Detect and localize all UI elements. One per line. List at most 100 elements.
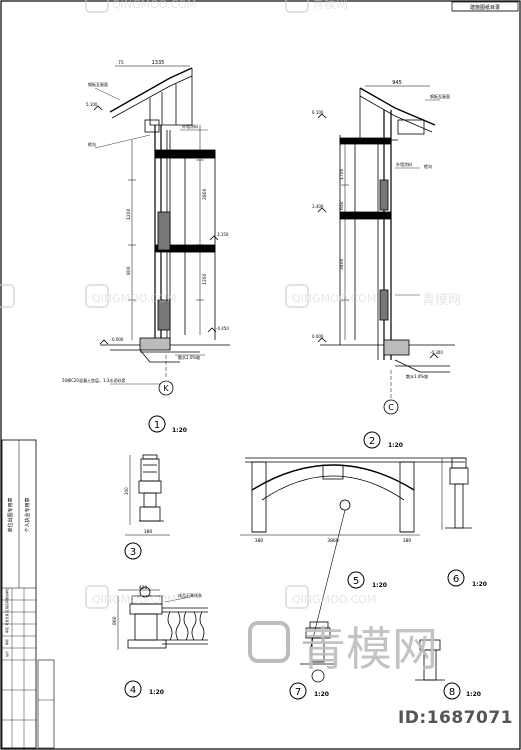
detail-8-scale: 1:20: [466, 691, 481, 698]
svg-text:1: 1: [154, 420, 160, 431]
side-stamp-label-1: 单位出图专用章: [7, 497, 14, 532]
side-stamp-label-2: 个人执业专用章: [24, 497, 31, 532]
side-title-block: [1, 439, 55, 749]
watermark-id: ID:1687071: [397, 708, 513, 728]
detail-5-scale: 1:20: [372, 582, 387, 589]
side-label-2: 工程名称: [4, 600, 9, 612]
d3-dim-100: 100: [124, 487, 129, 495]
svg-text:QINGMOO.COM: QINGMOO.COM: [292, 593, 376, 606]
watermark-logo-top-left: QINGMOO.COM: [85, 0, 196, 13]
d4-dim-860: 860: [112, 616, 118, 625]
title-block-top-text: 建施图纸目录: [470, 4, 500, 11]
d1-dim-1200: 1200: [126, 208, 132, 220]
detail-2-scale: 1:20: [388, 442, 403, 449]
detail-callout-7: 7 1:20: [289, 682, 329, 700]
watermark-logo-lower-center: QINGMOO.COM: [285, 585, 376, 609]
detail-3-column-profile: [125, 454, 170, 536]
detail-4-scale: 1:20: [149, 689, 164, 696]
d5-dim-3860: 3860: [327, 538, 339, 544]
svg-text:青模网: 青模网: [312, 0, 348, 11]
d5-dim-380a: 380: [255, 538, 264, 544]
detail-8-profile: [415, 639, 445, 681]
detail-callout-6: 6 1:20: [447, 569, 487, 588]
d1-dim-top: 1335: [152, 60, 165, 66]
detail-2-wall-section: [317, 85, 455, 415]
detail-7-profile: [300, 621, 336, 683]
d2-dim-3400: 3400: [339, 258, 345, 270]
watermark-logo-lower-left: QINGMOO.COM: [85, 585, 176, 609]
d2-dim-650: 650: [339, 201, 345, 210]
watermark-logo-mid-right: 青模网: [422, 293, 461, 308]
d2-elev-1: 6.100: [312, 110, 324, 115]
d2-dim-1700: 1700: [339, 168, 345, 180]
d1-note-gutter: 檐沟: [88, 141, 96, 147]
detail-1-scale: 1:20: [172, 427, 187, 434]
watermark-logo-mid-left: QINGMOO.COM: [85, 284, 176, 308]
d2-note-apron: 散水1.0%坡: [406, 373, 428, 379]
axis-k-label: K: [163, 384, 169, 393]
d1-elev-1: 5.100: [86, 102, 98, 107]
d1-elev-2: 3.150: [217, 232, 229, 237]
d2-elev-2: 3.400: [312, 204, 324, 209]
svg-text:4: 4: [130, 685, 136, 696]
watermark-logo-left-edge: [0, 284, 15, 308]
d1-dim-2800: 2800: [202, 188, 208, 200]
d2-note-wall: 外墙涂料: [396, 161, 412, 167]
d2-dim-top: 945: [392, 80, 402, 86]
d2-note-roof: 钢板瓦屋面: [430, 93, 450, 99]
d1-note-apron: 散水1.0%坡: [178, 354, 200, 360]
watermark-layer: QINGMOO.COM 青模网 QINGMOO.COM QINGMOO.COM …: [0, 0, 461, 609]
svg-text:青模网: 青模网: [300, 622, 438, 676]
detail-callout-5: 5 1:20: [347, 571, 387, 589]
svg-text:5: 5: [353, 576, 359, 587]
side-label-1: 建设单位: [4, 588, 9, 600]
side-label-3: 项目负责人: [4, 610, 9, 625]
svg-text:QINGMOO.COM: QINGMOO.COM: [292, 292, 376, 305]
d1-dim-1350: 1350: [202, 273, 208, 285]
detail-5-arch: [240, 457, 465, 651]
d1-note-roof: 钢板瓦屋面: [88, 81, 108, 87]
d1-elev-4: -0.450: [216, 326, 229, 331]
d4-note: 成品石膏线条: [178, 592, 202, 598]
svg-text:3: 3: [130, 547, 136, 558]
d1-elev-3: 0.000: [112, 337, 124, 342]
detail-callout-2: 2 1:20: [363, 431, 403, 449]
d1-note-wall: 外墙涂料: [182, 123, 198, 129]
d2-note-gutter: 檐沟: [424, 163, 432, 169]
detail-callout-8: 8 1:20: [443, 682, 481, 700]
svg-text:QINGMOO.COM: QINGMOO.COM: [92, 292, 176, 305]
detail-4-balustrade: [117, 586, 208, 650]
detail-callout-1: 1 1:20: [148, 415, 187, 434]
watermark-big-logo: 青模网: [248, 621, 438, 676]
svg-text:8: 8: [449, 687, 455, 698]
svg-text:7: 7: [295, 687, 301, 698]
svg-text:6: 6: [453, 574, 459, 585]
side-label-6: 设计: [4, 651, 9, 657]
axis-c-label: C: [388, 403, 394, 412]
detail-callout-4: 4 1:20: [124, 680, 164, 698]
d1-note-base: 50厚C20混凝土垫层，1:3水泥砂浆: [62, 377, 125, 383]
detail-6-scale: 1:20: [472, 581, 487, 588]
side-label-4: 审定: [4, 627, 9, 633]
side-label-5: 审核: [4, 639, 9, 645]
d2-elev-4: -0.300: [430, 350, 443, 355]
title-block-top: 建施图纸目录: [451, 1, 519, 12]
detail-callout-3: 3: [124, 542, 142, 560]
svg-text:QINGMOO.COM: QINGMOO.COM: [112, 0, 196, 11]
d1-dim-800: 800: [126, 266, 132, 275]
svg-text:青模网: 青模网: [422, 293, 461, 308]
svg-text:2: 2: [369, 436, 375, 447]
detail-6-profile: [441, 457, 472, 530]
d5-dim-380b: 380: [403, 538, 412, 544]
detail-7-scale: 1:20: [314, 691, 329, 698]
watermark-logo-top-right: 青模网: [285, 0, 348, 13]
watermark-logo-mid-center: QINGMOO.COM: [285, 284, 376, 308]
svg-text:QINGMOO.COM: QINGMOO.COM: [92, 593, 176, 606]
d3-dim-380: 380: [144, 529, 153, 535]
d1-dim-75: 75: [118, 60, 124, 66]
detail-1-wall-section: [93, 65, 230, 396]
d4-dim-420: 420: [139, 585, 148, 591]
d2-elev-3: 0.000: [312, 334, 324, 339]
